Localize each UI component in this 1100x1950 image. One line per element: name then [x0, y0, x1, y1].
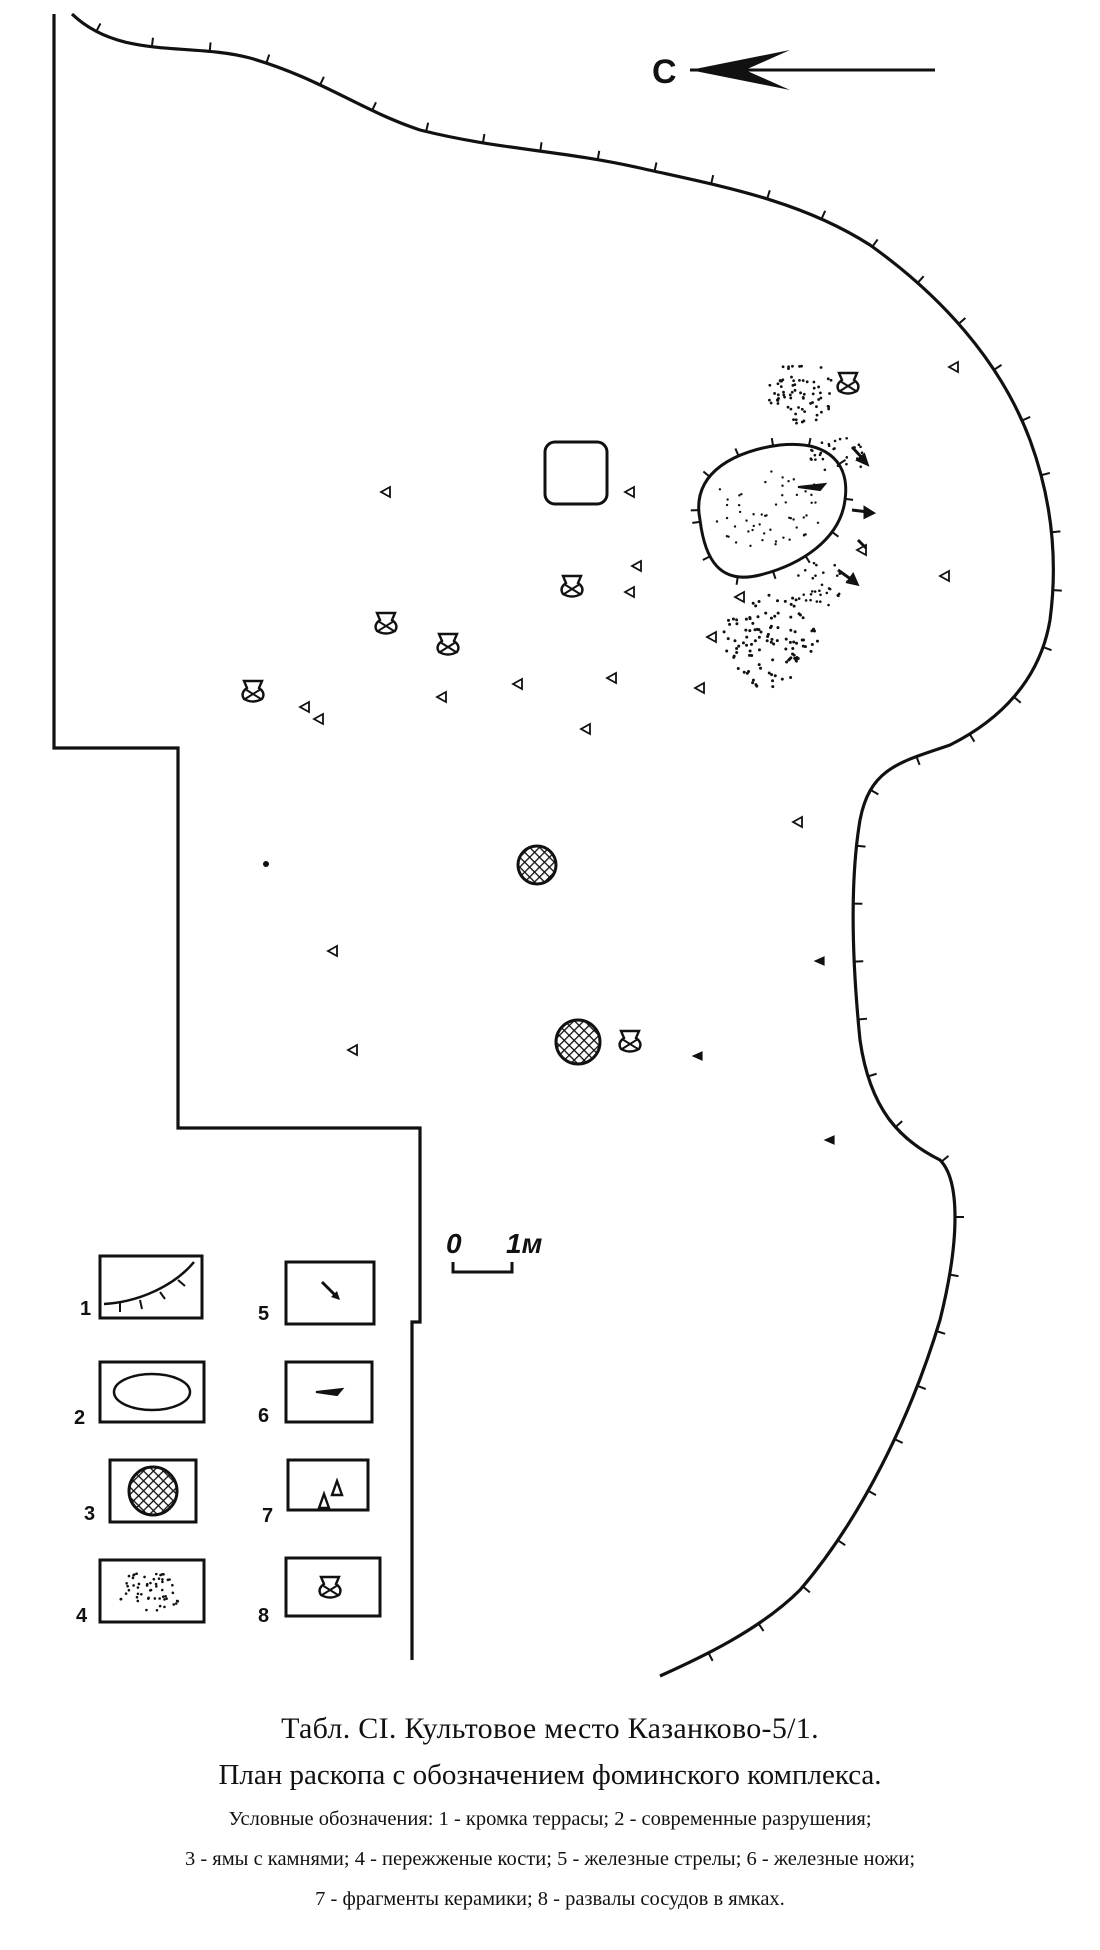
legend-number: 1 — [80, 1298, 91, 1320]
square-pit — [543, 440, 609, 506]
iron-knife — [797, 482, 828, 492]
trench-boundary-bottom — [416, 1320, 590, 1660]
legend-item-3: 3 — [84, 1458, 198, 1525]
legend-number: 3 — [84, 1503, 95, 1525]
caption-subtitle: План раскопа с обозначением фоминского к… — [218, 1759, 882, 1791]
legend-item-5: 5 — [258, 1260, 376, 1326]
legend-item-4: 4 — [76, 1558, 206, 1627]
legend-number: 7 — [262, 1505, 273, 1527]
scale-end: 1м — [506, 1228, 543, 1259]
small-find — [263, 861, 269, 867]
caption-title: Табл. CI. Культовое место Казанково-5/1. — [281, 1712, 819, 1745]
north-arrow: С — [652, 50, 935, 91]
legend-number: 8 — [258, 1605, 269, 1627]
legend-item-6: 6 — [258, 1360, 374, 1427]
vessel-in-pit — [241, 679, 265, 703]
modern-destruction — [690, 437, 854, 585]
legend-item-1: 1 — [80, 1254, 204, 1320]
figure-caption: Табл. CI. Культовое место Казанково-5/1.… — [0, 1708, 1100, 1916]
vessel-in-pit — [618, 1029, 642, 1053]
legend-item-2: 2 — [74, 1360, 206, 1429]
trench-boundary — [52, 14, 422, 1660]
iron-arrows — [837, 445, 877, 587]
terrace-edge-ticks — [95, 22, 1062, 1662]
legend: 1 2 3 4 5 — [74, 1254, 382, 1627]
legend-item-7: 7 — [262, 1458, 370, 1527]
legend-number: 4 — [76, 1605, 88, 1627]
legend-number: 6 — [258, 1405, 269, 1427]
legend-item-8: 8 — [258, 1556, 382, 1627]
vessel-in-pit — [836, 371, 860, 395]
stone-pit — [516, 844, 558, 886]
caption-legend-line-1: Условные обозначения: 1 - кромка террасы… — [228, 1808, 872, 1830]
scale-bar: 0 1м — [446, 1228, 543, 1274]
stone-pit — [554, 1018, 602, 1066]
terrace-edge-line — [70, 12, 1055, 1678]
vessel-in-pit — [436, 632, 460, 656]
legend-number: 5 — [258, 1303, 269, 1325]
vessel-in-pit — [374, 611, 398, 635]
caption-legend-line-2: 3 - ямы с камнями; 4 - пережженые кости;… — [184, 1848, 916, 1870]
legend-number: 2 — [74, 1407, 85, 1429]
north-label: С — [652, 53, 677, 91]
vessel-in-pit — [560, 574, 584, 598]
excavation-plan: С — [52, 12, 1062, 1678]
burnt-bones-area — [715, 364, 867, 689]
caption-legend-line-3: 7 - фрагменты керамики; 8 - развалы сосу… — [315, 1888, 785, 1910]
scale-start: 0 — [446, 1228, 462, 1259]
